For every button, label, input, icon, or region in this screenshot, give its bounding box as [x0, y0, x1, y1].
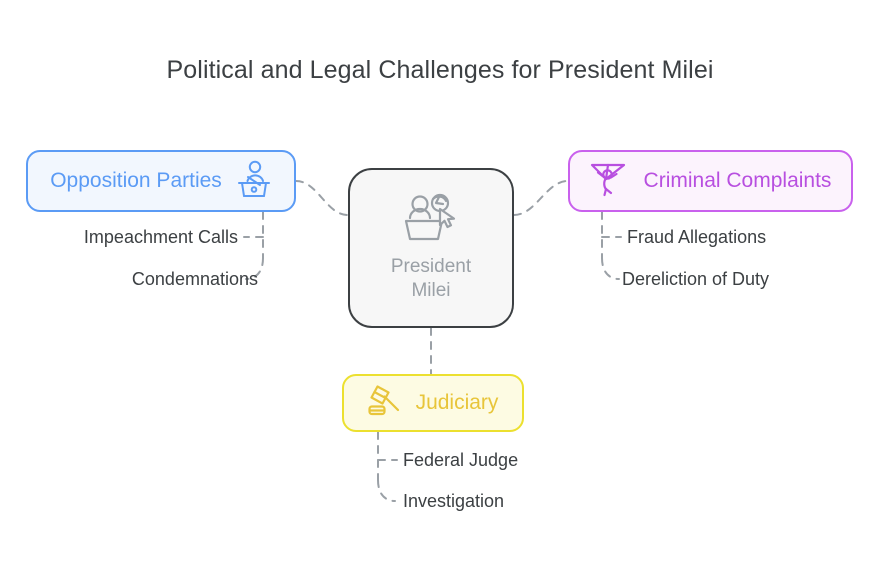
node-criminal-complaints-label: Criminal Complaints	[643, 169, 832, 192]
node-judiciary[interactable]: Judiciary	[342, 374, 524, 432]
center-node-label-line2: Milei	[411, 279, 451, 301]
node-president-milei[interactable]: President Milei	[348, 168, 514, 328]
hang-glider-icon	[590, 160, 628, 203]
people-podium-cursor-icon	[400, 192, 462, 249]
node-opposition-parties-label: Opposition Parties	[50, 169, 222, 192]
page-title: Political and Legal Challenges for Presi…	[166, 56, 714, 84]
node-opposition-parties[interactable]: Opposition Parties	[26, 150, 296, 212]
link-criminal-dereliction	[601, 257, 620, 280]
leaf-condemnations: Condemnations	[131, 269, 258, 289]
node-criminal-complaints[interactable]: Criminal Complaints	[568, 150, 853, 212]
leaf-impeachment-calls: Impeachment Calls	[83, 227, 238, 247]
center-node-label: President Milei	[391, 255, 471, 303]
gavel-icon	[367, 384, 402, 423]
speaker-podium-icon	[236, 160, 272, 203]
leaf-federal-judge: Federal Judge	[403, 450, 519, 470]
leaf-dereliction-of-duty: Dereliction of Duty	[622, 269, 770, 289]
node-judiciary-label: Judiciary	[415, 391, 499, 414]
link-center-criminal	[513, 180, 569, 216]
leaf-fraud-allegations: Fraud Allegations	[627, 227, 767, 247]
link-judiciary-investigation	[377, 479, 396, 502]
link-center-opposition	[295, 180, 349, 216]
leaf-investigation: Investigation	[403, 491, 505, 511]
center-node-label-line1: President	[390, 255, 472, 277]
